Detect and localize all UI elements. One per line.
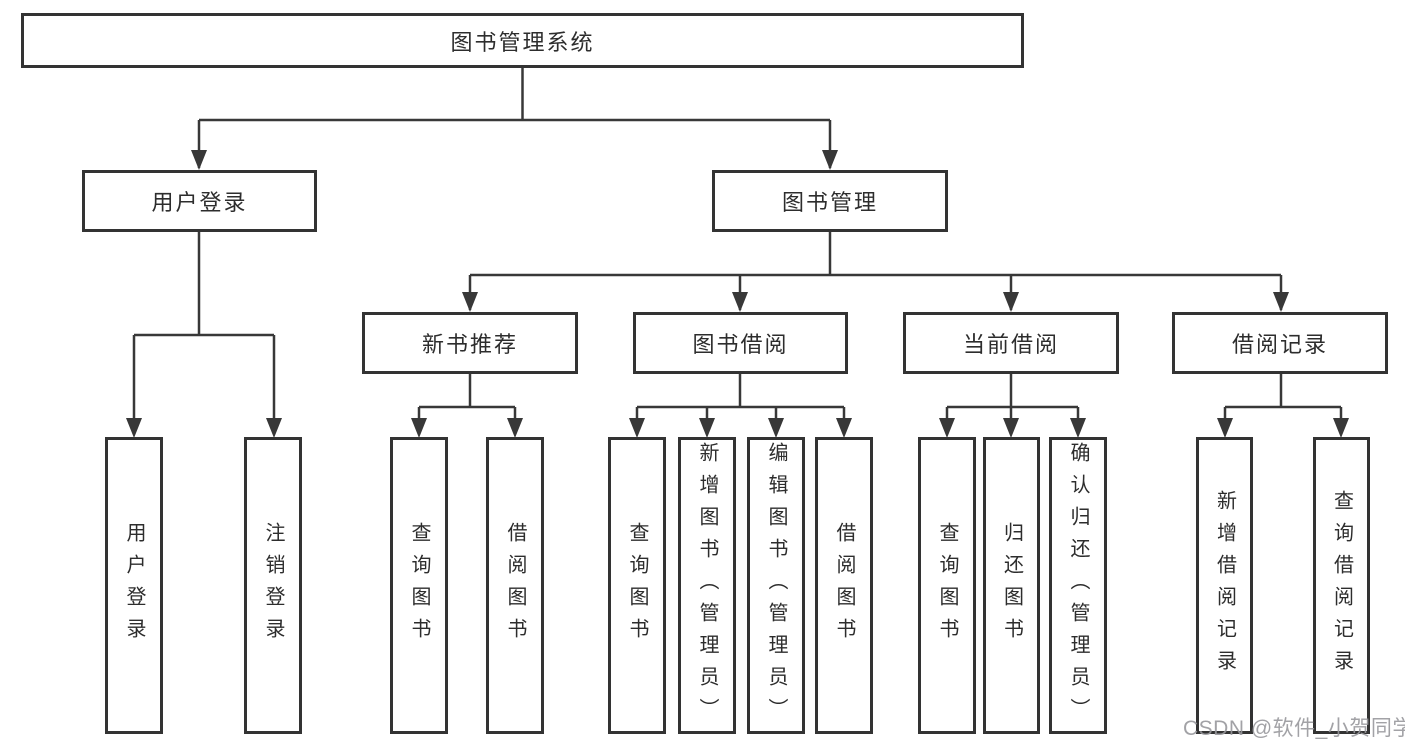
node-current-borrowing: 当前借阅 [903, 312, 1119, 374]
node-borrowing-records: 借阅记录 [1172, 312, 1388, 374]
leaf-newbooks-query-label: 查询图书 [408, 521, 430, 650]
arrowhead-icons [126, 150, 1349, 438]
csdn-watermark: CSDN @软件_小贺同学 [1183, 717, 1405, 740]
leaf-current-return: 归还图书 [983, 437, 1040, 734]
leaf-records-add: 新增借阅记录 [1196, 437, 1253, 734]
node-current-borrowing-label: 当前借阅 [962, 332, 1059, 357]
leaf-borrow-query-label: 查询图书 [626, 521, 648, 650]
leaf-current-confirm-admin-label: 确认归还（管理员） [1067, 441, 1089, 730]
node-user-login-label: 用户登录 [151, 190, 248, 215]
leaf-current-return-label: 归还图书 [1000, 521, 1023, 650]
node-root: 图书管理系统 [21, 13, 1024, 68]
leaf-newbooks-borrow: 借阅图书 [486, 437, 544, 734]
leaf-logout-label: 注销登录 [262, 521, 284, 650]
leaf-borrow-add-admin-label: 新增图书（管理员） [696, 441, 718, 730]
leaf-records-query-label: 查询借阅记录 [1330, 489, 1353, 682]
leaf-current-confirm-admin: 确认归还（管理员） [1049, 437, 1107, 734]
leaf-borrow-edit-admin-label: 编辑图书（管理员） [765, 441, 787, 730]
node-new-books-label: 新书推荐 [421, 332, 518, 357]
node-user-login: 用户登录 [82, 170, 317, 232]
node-book-borrowing: 图书借阅 [633, 312, 848, 374]
leaf-user-login-label: 用户登录 [123, 521, 145, 650]
node-root-label: 图书管理系统 [450, 29, 595, 55]
leaf-current-query-label: 查询图书 [936, 521, 958, 650]
leaf-borrow-edit-admin: 编辑图书（管理员） [747, 437, 805, 734]
leaf-borrow-borrow: 借阅图书 [815, 437, 873, 734]
leaf-newbooks-borrow-label: 借阅图书 [504, 521, 526, 650]
node-book-management: 图书管理 [712, 170, 948, 232]
leaf-user-login: 用户登录 [105, 437, 163, 734]
leaf-borrow-query: 查询图书 [608, 437, 666, 734]
leaf-borrow-borrow-label: 借阅图书 [833, 521, 855, 650]
leaf-newbooks-query: 查询图书 [390, 437, 448, 734]
leaf-records-add-label: 新增借阅记录 [1213, 489, 1236, 682]
leaf-borrow-add-admin: 新增图书（管理员） [678, 437, 736, 734]
node-book-management-label: 图书管理 [781, 190, 878, 215]
leaf-records-query: 查询借阅记录 [1313, 437, 1370, 734]
node-book-borrowing-label: 图书借阅 [692, 332, 789, 357]
leaf-current-query: 查询图书 [918, 437, 976, 734]
leaf-logout: 注销登录 [244, 437, 302, 734]
node-borrowing-records-label: 借阅记录 [1231, 332, 1328, 357]
node-new-books: 新书推荐 [362, 312, 578, 374]
